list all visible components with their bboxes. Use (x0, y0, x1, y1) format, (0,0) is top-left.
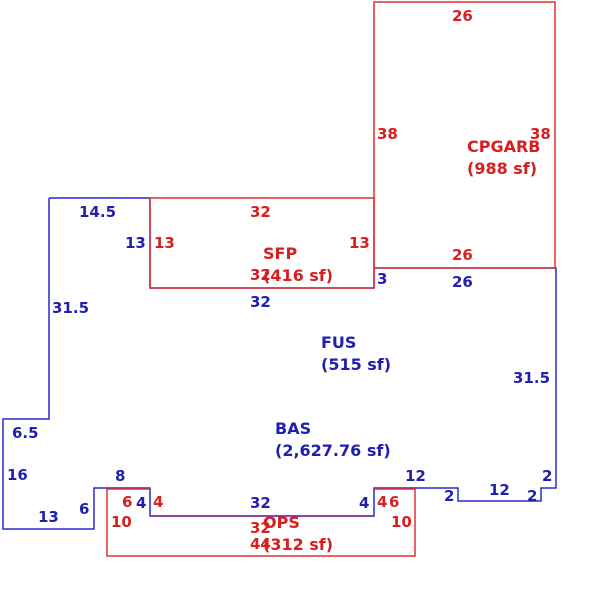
ops-label: OPS (263, 513, 300, 532)
fus-label: FUS (321, 333, 356, 352)
fus-area: (515 sf) (321, 355, 391, 374)
dim-fus-top: 14.5 (79, 203, 116, 221)
cpgarb-label: CPGARB (467, 137, 541, 156)
dim-bas-small-step-a: 2 (444, 487, 454, 505)
ops-area: (312 sf) (263, 535, 333, 554)
dim-ops-top: 32 (250, 519, 271, 537)
dim-ops-left-upper: 6 (122, 493, 132, 511)
dim-ops-inner-left: 4 (153, 493, 163, 511)
dim-bas-notch-bottom: 32 (250, 494, 271, 512)
dim-bas-notch-right: 4 (359, 494, 369, 512)
dim-bas-right: 31.5 (513, 369, 550, 387)
dim-bas-jog-left: 6 (79, 500, 89, 518)
dim-bas-left-step: 6.5 (12, 424, 39, 442)
dim-sfp-right: 13 (349, 234, 370, 252)
cpgarb-outline (373, 1, 556, 269)
dim-fus-notch-left: 13 (125, 234, 146, 252)
dim-cpgarb-top: 26 (452, 7, 473, 25)
dim-cpgarb-right: 38 (530, 125, 551, 143)
dim-fus-notch-bottom: 32 (250, 293, 271, 311)
bas-area: (2,627.76 sf) (275, 441, 391, 460)
dim-ops-right: 10 (391, 513, 412, 531)
dim-bas-small-step-c: 2 (542, 467, 552, 485)
dim-bas-jog-top-right: 12 (405, 467, 426, 485)
dim-sfp-left: 13 (154, 234, 175, 252)
dim-fus-left: 31.5 (52, 299, 89, 317)
dim-bas-bottom-right: 12 (489, 481, 510, 499)
dim-cpgarb-bottom: 26 (452, 246, 473, 264)
dim-sfp-top: 32 (250, 203, 271, 221)
cpgarb-area: (988 sf) (467, 159, 537, 178)
dim-bas-jog-top: 8 (115, 467, 125, 485)
dim-fus-step: 3 (377, 270, 387, 288)
dim-ops-inner-right: 4 (377, 493, 387, 511)
sfp-area: (416 sf) (263, 266, 333, 285)
dim-bas-bottom-left: 13 (38, 508, 59, 526)
dim-sfp-bottom: 32 (250, 266, 271, 284)
dim-bas-small-step-b: 2 (527, 487, 537, 505)
dim-ops-right-upper: 6 (389, 493, 399, 511)
dim-ops-left: 10 (111, 513, 132, 531)
dim-bas-notch-left: 4 (136, 494, 146, 512)
ops-outline (106, 488, 416, 557)
sfp-outline (149, 197, 375, 289)
dim-cpgarb-left: 38 (377, 125, 398, 143)
dim-bas-left: 16 (7, 466, 28, 484)
sfp-label: SFP (263, 244, 297, 263)
dim-ops-bottom: 44 (250, 535, 271, 553)
dim-fus-under-garage: 26 (452, 273, 473, 291)
bas-label: BAS (275, 419, 311, 438)
